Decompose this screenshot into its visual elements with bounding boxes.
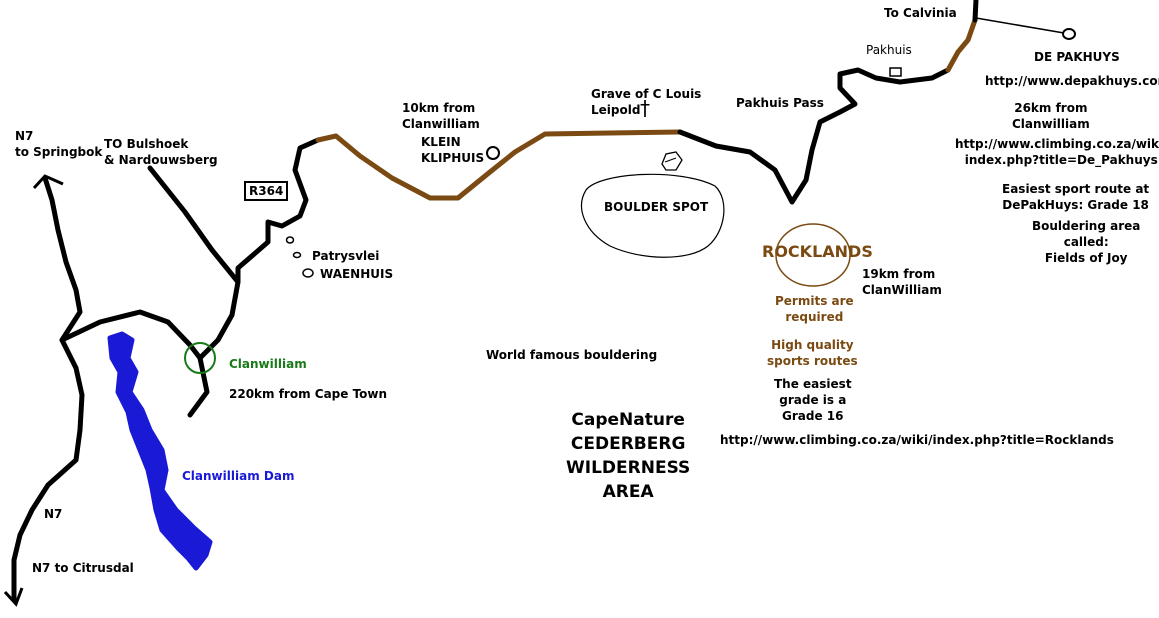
- calvinia-road-black: [972, 0, 979, 23]
- de-pakhuys-distance: 26km from Clanwilliam: [1012, 101, 1090, 131]
- rocklands-url[interactable]: http://www.climbing.co.za/wiki/index.php…: [720, 433, 1114, 447]
- r364-road-black: [197, 137, 321, 361]
- boulder-spot-area: [581, 173, 725, 258]
- boulder-rock-icon: [661, 151, 683, 171]
- permits-label: Permits are required: [775, 294, 854, 324]
- waenhuis-label: WAENHUIS: [320, 267, 394, 281]
- clanwilliam-marker: [184, 342, 216, 374]
- patrysvlei-marker: [292, 251, 302, 259]
- to-bulshoek-label: TO Bulshoek & Nardouwsberg: [104, 137, 218, 167]
- pakhuis-marker: [889, 67, 902, 77]
- n7-south-arrowhead: [3, 587, 24, 607]
- de-pakhuys-wiki-url[interactable]: http://www.climbing.co.za/wiki/ index.ph…: [955, 137, 1159, 167]
- bulshoek-road: [147, 165, 241, 285]
- clanwilliam-dam-label: Clanwilliam Dam: [182, 469, 295, 483]
- world-famous-label: World famous bouldering: [486, 348, 658, 362]
- boulder-spot-label: BOULDER SPOT: [604, 200, 709, 214]
- r364-route-label: R364: [244, 181, 289, 201]
- to-calvinia-label: To Calvinia: [884, 6, 957, 20]
- capenature-title: CapeNature CEDERBERG WILDERNESS AREA: [566, 410, 691, 502]
- n7-north-arrowhead: [32, 174, 64, 190]
- rocklands-label: ROCKLANDS: [762, 242, 873, 261]
- n7-label: N7: [44, 507, 63, 521]
- bouldering-area-label: Bouldering area called: Fields of Joy: [1032, 219, 1141, 265]
- pakhuis-label: Pakhuis: [866, 43, 912, 57]
- klein-kliphuis-distance: 10km from Clanwilliam: [402, 101, 480, 131]
- rocklands-distance: 19km from ClanWilliam: [862, 267, 942, 297]
- rocklands-marker: [775, 223, 851, 287]
- grave-cross-icon: †: [640, 96, 650, 120]
- pakhuis-pass-label: Pakhuis Pass: [736, 96, 824, 110]
- n7-citrusdal-label: N7 to Citrusdal: [32, 561, 134, 575]
- clanwilliam-label: Clanwilliam: [229, 357, 307, 371]
- patrysvlei-label: Patrysvlei: [312, 249, 380, 263]
- easiest-grade-label: The easiest grade is a Grade 16: [774, 377, 852, 423]
- high-quality-label: High quality sports routes: [767, 338, 858, 368]
- r364-small-marker: [285, 236, 295, 244]
- pakhuis-pass-road: [677, 67, 951, 205]
- waenhuis-marker: [302, 268, 314, 278]
- calvinia-road-gravel: [945, 17, 978, 73]
- clanwilliam-south-road: [187, 355, 210, 418]
- boulder-rock-icon-inner: [664, 157, 677, 163]
- de-pakhuys-pointer: [975, 17, 1065, 34]
- n7-springbok-label: N7 to Springbok: [15, 129, 103, 159]
- cape-town-distance: 220km from Cape Town: [229, 387, 388, 401]
- r364-road-gravel: [315, 129, 683, 201]
- de-pakhuys-marker: [1062, 28, 1076, 40]
- de-pakhuys-label: DE PAKHUYS: [1034, 50, 1120, 64]
- grave-label: Grave of C Louis Leipold: [591, 87, 702, 117]
- clanwilliam-dam: [107, 331, 213, 571]
- klein-kliphuis-marker: [486, 146, 500, 160]
- easiest-sport-route: Easiest sport route at DePakHuys: Grade …: [1002, 182, 1150, 212]
- n7-road: [11, 175, 85, 603]
- de-pakhuys-url[interactable]: http://www.depakhuys.com: [985, 74, 1159, 88]
- n7-clanwilliam-link: [59, 309, 203, 361]
- klein-kliphuis-label: KLEIN KLIPHUIS: [421, 135, 485, 165]
